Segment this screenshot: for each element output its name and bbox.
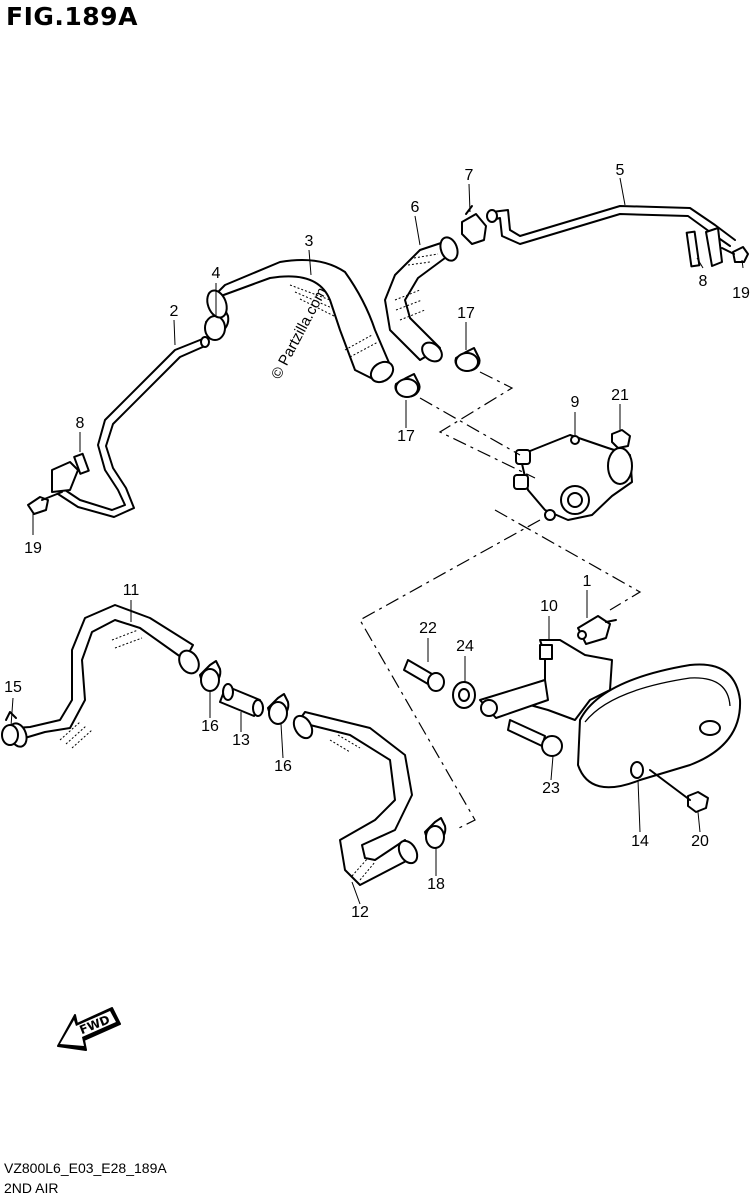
part-12-hose [292,711,419,886]
part-22-bolt [403,659,445,692]
callout-21: 21 [611,387,629,404]
callout-17-upper: 17 [457,305,475,322]
callout-8-left: 8 [75,415,85,432]
part-19-bolt-right [721,246,749,263]
diagram-code: VZ800L6_E03_E28_189A [4,1160,167,1176]
part-11-hose [8,604,200,749]
part-3-hose [206,259,395,384]
callout-23: 23 [542,780,560,797]
callout-10: 10 [540,598,558,615]
part-24-grommet [452,681,476,709]
part-16-clamp-right [267,693,290,725]
part-8-bracket-left [51,452,90,493]
link-plate [479,679,549,719]
callout-19-right: 19 [732,285,750,302]
part-1-sensor [577,615,617,645]
part-2-pipe [57,336,210,518]
part-17-clamp-lower [394,373,421,398]
part-18-clamp [424,817,447,849]
callout-8-right: 8 [698,273,708,290]
part-23-bolt [507,719,563,757]
callout-9: 9 [570,394,580,411]
callout-7: 7 [464,167,474,184]
part-6-hose [384,236,459,363]
part-13-connector [219,683,264,717]
callout-14: 14 [631,833,649,850]
callout-20: 20 [691,833,709,850]
callout-22: 22 [419,620,437,637]
callout-16-right: 16 [274,758,292,775]
part-15-clamp [1,711,19,746]
callout-11: 11 [122,582,140,599]
part-5-pipe [486,205,736,247]
leader-lines [10,177,744,905]
callout-5: 5 [615,162,625,179]
part-17-clamp-upper [454,347,481,372]
part-16-clamp-left [199,660,222,692]
part-14-cover [577,663,742,789]
part-21-nut [611,429,631,449]
callout-6: 6 [410,199,420,216]
callout-3: 3 [304,233,314,250]
part-8-bracket-right [685,227,723,268]
figure-title: FIG.189A [6,2,138,31]
callout-1: 1 [582,573,592,590]
callout-18: 18 [427,876,445,893]
part-19-bolt-left [27,491,63,515]
fwd-arrow: FWD [57,1007,121,1051]
part-20-nut [649,769,709,813]
callout-15: 15 [4,679,22,696]
part-9-reed-valve [513,434,633,521]
callout-12: 12 [351,904,369,921]
callout-19-left: 19 [24,540,42,557]
callout-13: 13 [232,732,250,749]
callout-4: 4 [211,265,221,282]
diagram-caption: 2ND AIR [4,1180,59,1196]
callout-17-lower: 17 [397,428,415,445]
callout-16-left: 16 [201,718,219,735]
callout-24: 24 [456,638,474,655]
assembly-dashed-lines [359,371,642,831]
callout-2: 2 [169,303,179,320]
part-7-clamp [461,205,487,245]
